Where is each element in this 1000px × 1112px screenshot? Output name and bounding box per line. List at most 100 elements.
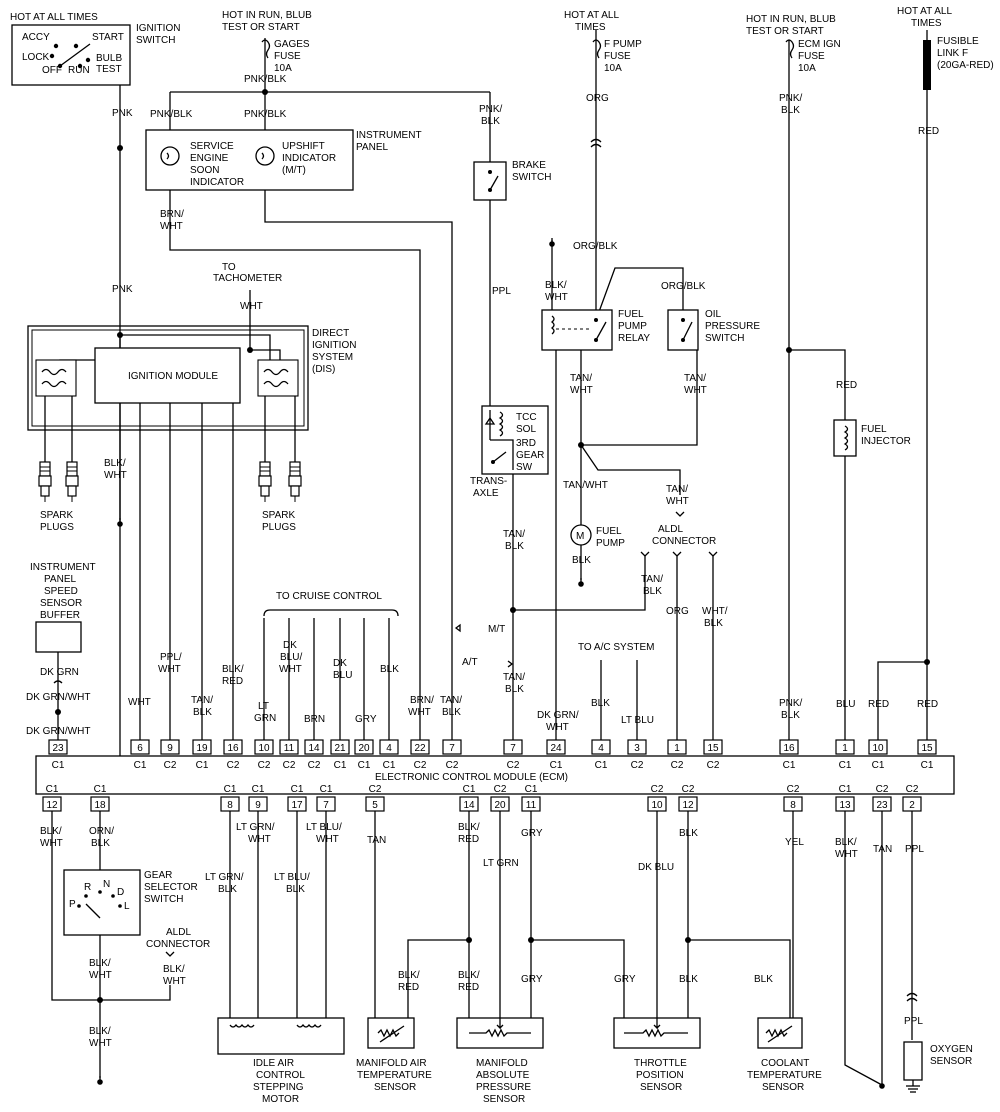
wire-label: WHT — [40, 838, 63, 849]
connector-id: C2 — [164, 760, 177, 771]
transaxle-label: AXLE — [473, 488, 499, 499]
hot-in-run-label: TEST OR START — [746, 26, 824, 37]
pin-number: 17 — [291, 800, 303, 811]
service-engine-soon-label: SOON — [190, 165, 219, 176]
hot-at-all-times-label: HOT AT ALL — [897, 6, 952, 17]
ecm-top-pins: 23C16C19C219C116C210C211C214C221C120C14C… — [48, 739, 937, 771]
third-gear-label: GEAR — [516, 450, 544, 461]
pin-number: 14 — [463, 800, 475, 811]
wire-label: BRN/ — [160, 209, 184, 220]
wire-label: ORN/ — [89, 826, 114, 837]
connector-id: C1 — [839, 784, 852, 795]
pin-number: 9 — [167, 743, 173, 754]
wire-label: LT GRN — [483, 858, 519, 869]
cruise-control-label: TO CRUISE CONTROL — [276, 591, 382, 602]
connector-id: C1 — [224, 784, 237, 795]
wire-label: RED — [917, 699, 938, 710]
wire-label: WHT — [570, 385, 593, 396]
junction-dots — [55, 89, 930, 1003]
wire-label: LT — [258, 701, 269, 712]
connector-id: C1 — [334, 760, 347, 771]
wire-label: TAN/ — [570, 373, 592, 384]
ignition-module — [94, 347, 241, 404]
spark-plug — [65, 461, 79, 503]
pin-number: 7 — [323, 800, 329, 811]
connector-id: C2 — [906, 784, 919, 795]
third-gear-label: SW — [516, 462, 533, 473]
pin-number: 10 — [258, 743, 270, 754]
wire-label: BLK — [218, 884, 237, 895]
service-engine-soon-label: SERVICE — [190, 141, 234, 152]
wire-label: BLU — [836, 699, 855, 710]
mat-label: SENSOR — [374, 1082, 416, 1093]
oil-pressure-label: PRESSURE — [705, 321, 760, 332]
oxygen-sensor-label: SENSOR — [930, 1056, 972, 1067]
aldl-connector-label: CONNECTOR — [146, 939, 210, 950]
wire-label: BLK/ — [458, 970, 480, 981]
wire-label: TAN/ — [503, 529, 525, 540]
ac-system-label: TO A/C SYSTEM — [578, 642, 655, 653]
prndl-p: P — [69, 899, 76, 910]
wire-label: BLK — [754, 974, 773, 985]
wire-label: LT GRN/ — [236, 822, 275, 833]
wire-label: RED — [868, 699, 889, 710]
connector-id: C2 — [876, 784, 889, 795]
connector-id: C1 — [550, 760, 563, 771]
third-gear-label: 3RD — [516, 438, 536, 449]
wire-label: RED — [458, 834, 479, 845]
spark-plugs-label: SPARK — [40, 510, 73, 521]
wire-label: WHT — [128, 697, 151, 708]
connector-id: C1 — [383, 760, 396, 771]
mat-label: TEMPERATURE — [357, 1070, 432, 1081]
wire-label: BLK — [679, 828, 698, 839]
pin-number: 1 — [842, 743, 848, 754]
fuse-label: ECM IGN — [798, 39, 841, 50]
brake-switch-label: SWITCH — [512, 172, 551, 183]
ecm-pin: 7C1 — [316, 784, 336, 812]
connector-id: C1 — [595, 760, 608, 771]
connector-id: C2 — [671, 760, 684, 771]
accy-label: ACCY — [22, 32, 50, 43]
pin-number: 13 — [839, 800, 851, 811]
wire-label: BLU/ — [280, 652, 302, 663]
wire-label: RED — [458, 982, 479, 993]
wire-label: PPL — [905, 844, 924, 855]
wire-label: TAN/ — [666, 484, 688, 495]
wire-label: WHT — [546, 722, 569, 733]
direct-ignition-system: TO TACHOMETER WHT DIRECT IGNITION SYSTEM… — [27, 262, 356, 533]
brake-switch — [473, 161, 507, 201]
ecm-bottom-pins: 12C118C18C19C117C17C15C214C120C211C110C2… — [42, 784, 922, 812]
pin-number: 11 — [526, 800, 537, 811]
wire-label: TAN/ — [684, 373, 706, 384]
wire-label: WHT — [104, 470, 127, 481]
transaxle-group: PPL TCC SOL 3RD GEAR SW TRANS- AXLE TAN/… — [470, 286, 549, 552]
iac-label: MOTOR — [262, 1094, 299, 1105]
wire-label: WHT — [89, 1038, 112, 1049]
fuel-pump-group: HOT AT ALL TIMES F PUMP FUSE 10A ORG ORG… — [541, 10, 760, 629]
pin-number: 2 — [909, 800, 915, 811]
connector-id: C1 — [783, 760, 796, 771]
connector-id: C2 — [283, 760, 296, 771]
cts-label: COOLANT — [761, 1058, 809, 1069]
ecm-pin: 9C2 — [160, 739, 180, 771]
tps-label: POSITION — [636, 1070, 684, 1081]
wire-label: GRY — [614, 974, 636, 985]
manual-trans-label: M/T — [488, 624, 505, 635]
fuel-pump-label: FUEL — [596, 526, 622, 537]
wire-label: GRY — [355, 714, 377, 725]
instrument-panel-label: PANEL — [356, 142, 388, 153]
pin-number: 5 — [372, 800, 378, 811]
wire-label: ORG — [666, 606, 689, 617]
ipssb-label: SENSOR — [40, 598, 82, 609]
pin-number: 7 — [510, 743, 516, 754]
fuel-injector-label: FUEL — [861, 424, 887, 435]
